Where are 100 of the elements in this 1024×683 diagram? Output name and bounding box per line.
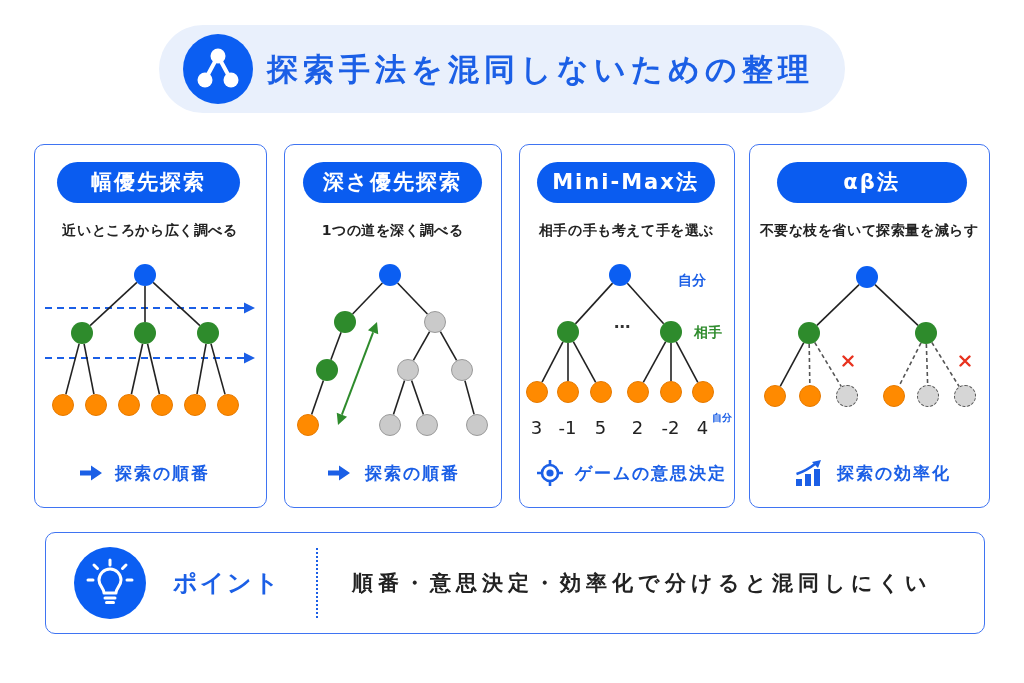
point-panel [45, 532, 985, 634]
unexplored-node [465, 413, 488, 436]
leaf-node [882, 384, 905, 407]
unexplored-node [415, 413, 438, 436]
branch-line [82, 342, 95, 395]
point-text: 順番・意思決定・効率化で分けると混同しにくい [351, 569, 932, 597]
branch-line [310, 379, 324, 415]
leaf-node [84, 393, 107, 416]
turn-label: 自分 [712, 412, 732, 424]
method-summary: 1つの道を深く調べる [321, 220, 464, 240]
branch-line [195, 342, 207, 395]
dashed-branch-line [813, 341, 842, 387]
branch-line [396, 281, 428, 315]
branch-line [146, 342, 160, 395]
branch-line [329, 331, 342, 360]
leaf-node [51, 393, 74, 416]
footer-caption: 探索の効率化 [836, 461, 951, 484]
branch-line [412, 330, 430, 361]
score-value: -2 [661, 416, 680, 439]
branch-line [151, 281, 201, 326]
leaf-node [798, 384, 821, 407]
turn-label: 相手 [694, 323, 722, 341]
method-summary: 不要な枝を省いて探索量を減らす [759, 220, 979, 240]
unexplored-node [423, 310, 446, 333]
leaf-node [763, 384, 786, 407]
branch-line [873, 283, 919, 326]
branch-line [674, 340, 699, 383]
method-card [519, 144, 735, 508]
footer-caption: 探索の順番 [364, 461, 460, 484]
leaf-node [296, 413, 319, 436]
unexplored-node [396, 358, 419, 381]
branch-line [642, 340, 666, 383]
method-heading: αβ法 [776, 161, 967, 203]
branch-line [778, 341, 805, 387]
branch-line [439, 330, 457, 361]
tree-node [133, 321, 156, 344]
page-title: 探索手法を混同しないための整理 [267, 50, 814, 89]
unexplored-node [450, 358, 473, 381]
branch-line [88, 281, 138, 326]
dashed-branch-line [925, 342, 928, 386]
branch-line [566, 341, 569, 382]
method-card [34, 144, 267, 508]
branch-line [392, 379, 405, 415]
leaf-node [216, 393, 239, 416]
score-value: 4 [696, 416, 709, 439]
root-node [855, 265, 878, 288]
pruned-node [953, 384, 976, 407]
tree-node [797, 321, 820, 344]
tree-node [315, 358, 338, 381]
branch-line [669, 341, 672, 382]
method-card [284, 144, 502, 508]
branch-line [574, 281, 613, 325]
tree-node [333, 310, 356, 333]
leaf-node [525, 380, 548, 403]
branch-line [351, 281, 383, 315]
score-value: 5 [594, 416, 607, 439]
root-node [133, 263, 156, 286]
unexplored-node [378, 413, 401, 436]
root-node [608, 263, 631, 286]
leaf-node [659, 380, 682, 403]
branch-line [540, 340, 564, 383]
branch-line [572, 340, 596, 383]
leaf-node [556, 380, 579, 403]
method-heading: 深さ優先探索 [302, 161, 482, 203]
score-value: -1 [558, 416, 577, 439]
leaf-node [183, 393, 206, 416]
tree-node [556, 320, 579, 343]
pruned-node [835, 384, 858, 407]
leaf-node [626, 380, 649, 403]
tree-node [914, 321, 937, 344]
root-node [378, 263, 401, 286]
ellipsis: ⋯ [614, 318, 630, 336]
dashed-branch-line [897, 341, 922, 387]
branch-line [463, 379, 475, 415]
method-heading: 幅優先探索 [56, 161, 240, 203]
branch-line [626, 281, 664, 325]
tree-node [659, 320, 682, 343]
leaf-node [589, 380, 612, 403]
method-heading: Mini-Max法 [536, 161, 715, 203]
footer-caption: 探索の順番 [114, 461, 210, 484]
leaf-node [691, 380, 714, 403]
point-heading: ポイント [172, 567, 281, 598]
tree-node [196, 321, 219, 344]
branch-line [815, 283, 860, 326]
branch-line [130, 342, 143, 395]
dashed-branch-line [930, 341, 960, 387]
score-value: 2 [631, 416, 644, 439]
branch-line [209, 342, 226, 395]
turn-label: 自分 [678, 271, 706, 289]
pruned-node [916, 384, 939, 407]
footer-caption: ゲームの意思決定 [574, 461, 727, 484]
tree-node [70, 321, 93, 344]
branch-line [143, 284, 146, 323]
score-value: 3 [530, 416, 543, 439]
dashed-branch-line [807, 342, 811, 386]
branch-line [64, 342, 80, 395]
method-card [749, 144, 990, 508]
method-summary: 相手の手も考えて手を選ぶ [538, 220, 715, 240]
leaf-node [150, 393, 173, 416]
branch-line [410, 379, 424, 415]
